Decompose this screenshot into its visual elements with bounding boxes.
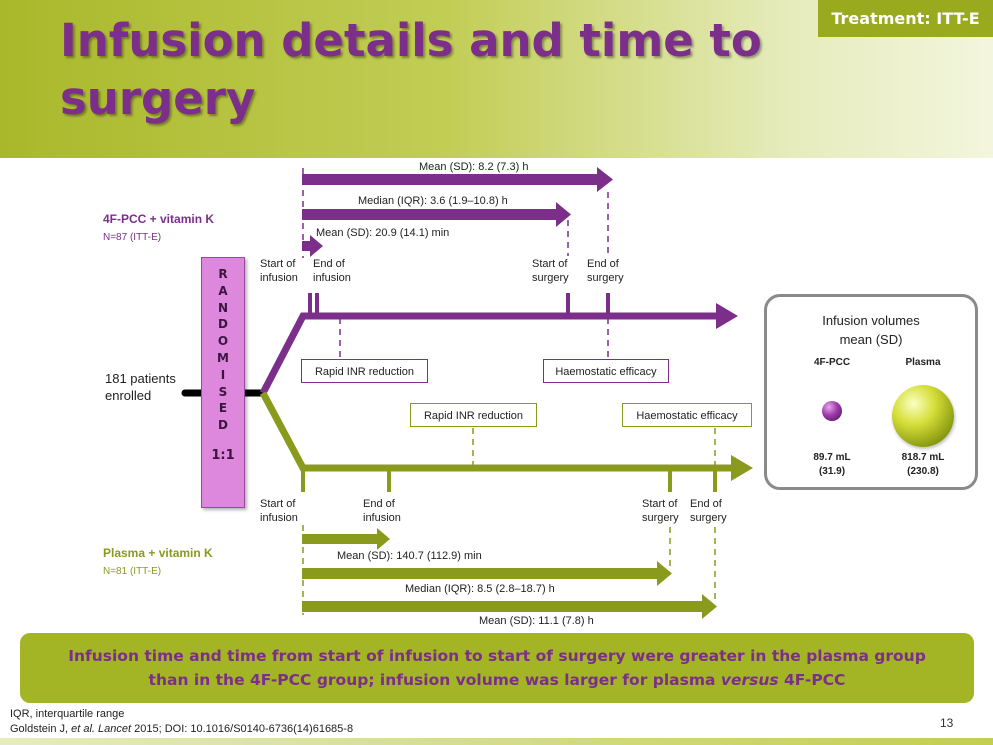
fpcc-mean-infusion-label: Mean (SD): 20.9 (14.1) min xyxy=(316,227,450,239)
plasma-end-surgery-label: End of surgery xyxy=(690,498,727,524)
summary-line-2: than in the 4F-PCC group; infusion volum… xyxy=(148,671,846,689)
randomisation-ratio: 1:1 xyxy=(211,447,235,463)
summary-banner: Infusion time and time from start of inf… xyxy=(20,633,974,703)
volume-col-fpcc: 4F-PCC xyxy=(813,357,851,368)
fpcc-end-infusion-label: End of infusion xyxy=(313,258,351,284)
fpcc-start-infusion-label: Start of infusion xyxy=(260,258,298,284)
page-title: Infusion details and time to surgery xyxy=(60,14,762,125)
plasma-group-name: Plasma + vitamin K xyxy=(103,546,213,560)
plasma-rapid-inr-box: Rapid INR reduction xyxy=(410,403,537,427)
page-number: 13 xyxy=(940,716,954,730)
fpcc-volume-sphere-icon xyxy=(822,401,842,421)
fpcc-median-surgery-label: Median (IQR): 3.6 (1.9–10.8) h xyxy=(358,195,508,207)
plasma-mean-total-label: Mean (SD): 11.1 (7.8) h xyxy=(479,615,594,627)
footnote-reference: Goldstein J, et al. Lancet 2015; DOI: 10… xyxy=(10,723,354,735)
plasma-ticks xyxy=(301,468,717,492)
plasma-start-surgery-label: Start of surgery xyxy=(642,498,679,524)
enrolment-label: 181 patients enrolled xyxy=(105,371,176,403)
fpcc-arrows xyxy=(259,167,738,395)
fpcc-group-name: 4F-PCC + vitamin K xyxy=(103,212,215,226)
footer-band xyxy=(0,738,993,745)
fpcc-start-surgery-label: Start of surgery xyxy=(532,258,569,284)
randomised-box: R A N D O M I S E D 1:1 xyxy=(201,257,245,508)
fpcc-group-n: N=87 (ITT-E) xyxy=(103,232,162,243)
plasma-volume-value: 818.7 mL (230.8) xyxy=(901,452,945,477)
plasma-median-surgery-label: Median (IQR): 8.5 (2.8–18.7) h xyxy=(405,583,555,595)
infusion-volumes-panel: Infusion volumes mean (SD) 4F-PCC Plasma… xyxy=(764,294,978,490)
plasma-volume-sphere-icon xyxy=(892,385,954,447)
fpcc-dashed-guides xyxy=(302,168,609,358)
fpcc-mean-total-label: Mean (SD): 8.2 (7.3) h xyxy=(419,161,529,173)
plasma-haemostatic-box: Haemostatic efficacy xyxy=(622,403,752,427)
plasma-mean-infusion-label: Mean (SD): 140.7 (112.9) min xyxy=(337,550,482,562)
treatment-badge: Treatment: ITT-E xyxy=(818,0,993,37)
plasma-group-n: N=81 (ITT-E) xyxy=(103,566,162,577)
summary-line-1: Infusion time and time from start of inf… xyxy=(68,647,926,665)
infusion-volumes-title: Infusion volumes mean (SD) xyxy=(822,313,920,347)
plasma-dashed-guides xyxy=(302,428,716,615)
fpcc-ticks xyxy=(308,293,610,316)
fpcc-volume-value: 89.7 mL (31.9) xyxy=(813,452,851,477)
volume-col-plasma: Plasma xyxy=(905,357,941,368)
plasma-end-infusion-label: End of infusion xyxy=(363,498,401,524)
fpcc-end-surgery-label: End of surgery xyxy=(587,258,624,284)
footnote-iqr: IQR, interquartile range xyxy=(10,708,125,720)
plasma-start-infusion-label: Start of infusion xyxy=(260,498,298,524)
fpcc-rapid-inr-box: Rapid INR reduction xyxy=(301,359,428,383)
fpcc-haemostatic-box: Haemostatic efficacy xyxy=(543,359,669,383)
